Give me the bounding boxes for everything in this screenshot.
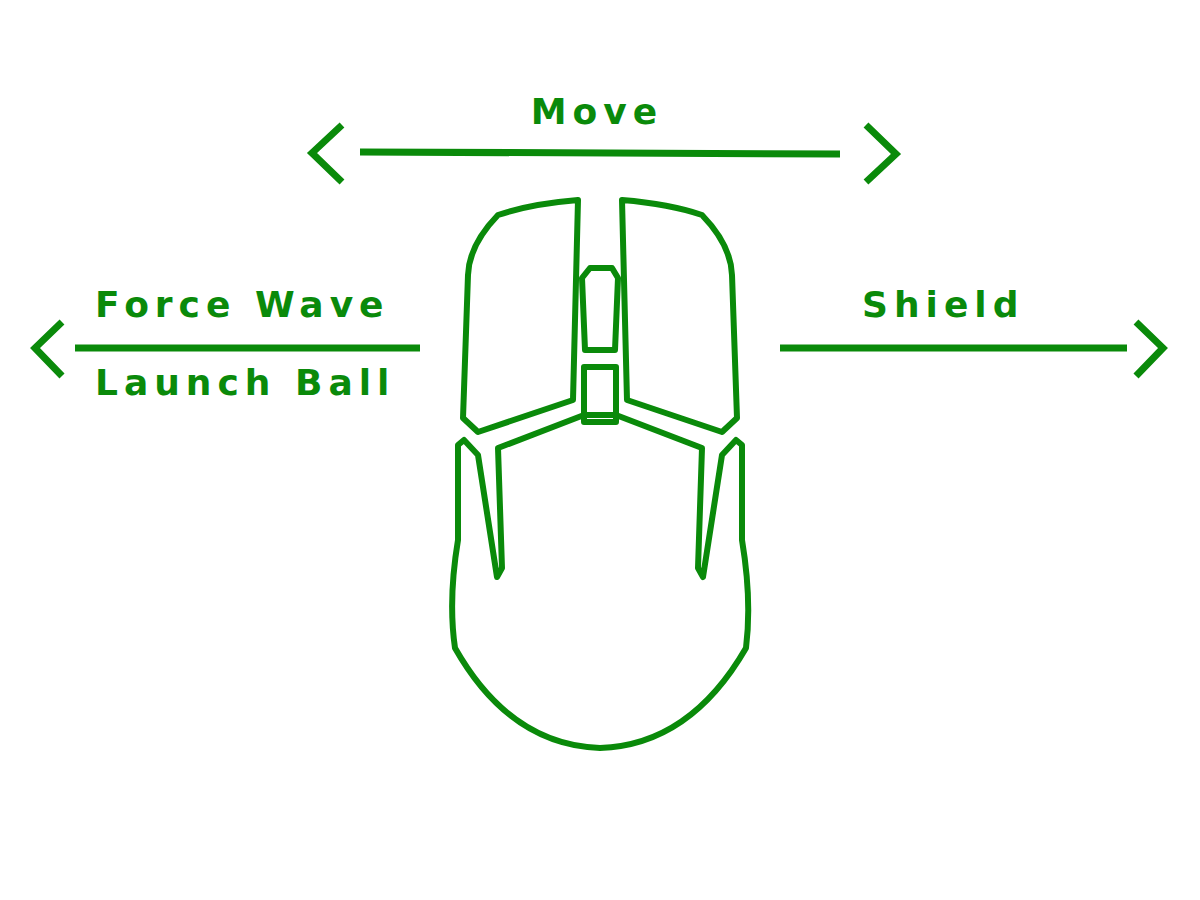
right-click-arrow-head (1136, 322, 1163, 376)
mouse-body (452, 415, 748, 748)
move-arrow-line (360, 152, 840, 154)
left-click-arrow-head (35, 322, 62, 376)
control-label: Move (531, 94, 663, 130)
control-label: Force Wave (95, 287, 390, 323)
control-label: Shield (862, 287, 1024, 323)
move-arrow-head-right (866, 125, 896, 182)
right-click-arrow-line (780, 345, 1127, 352)
left-button (463, 200, 578, 432)
move-arrow-head-left (312, 125, 342, 182)
scroll-wheel (582, 268, 618, 350)
right-button (622, 200, 737, 432)
control-label: Launch Ball (95, 365, 395, 401)
left-click-arrow-line (75, 345, 420, 352)
